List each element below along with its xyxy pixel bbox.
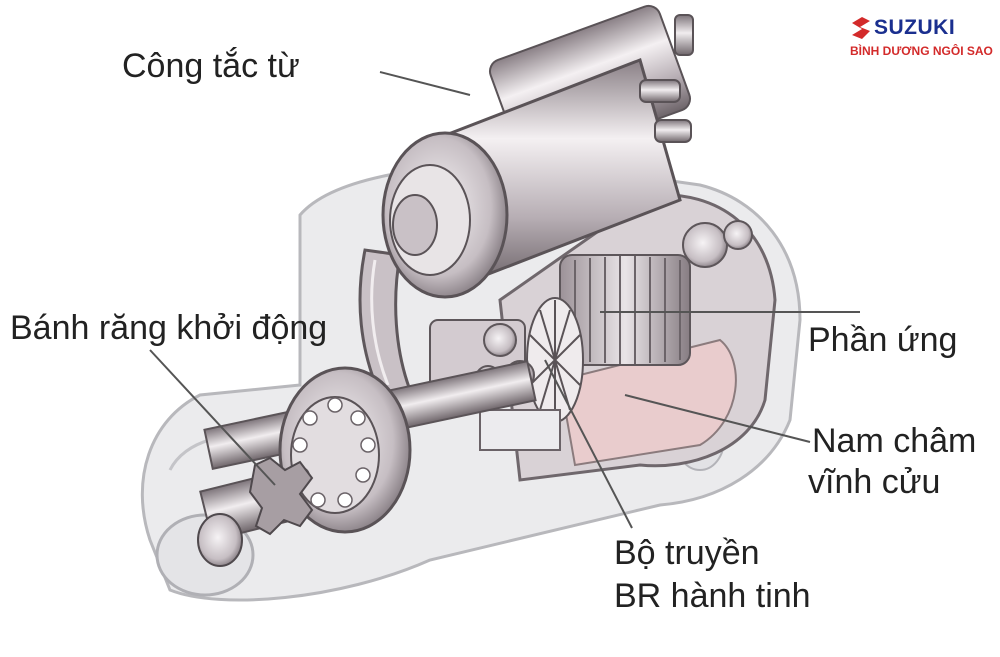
label-planetary-gear-line1: Bộ truyền [614, 534, 760, 572]
front-bearing [278, 366, 412, 534]
label-permanent-magnet-line1: Nam châm [812, 422, 977, 460]
logo-brand-text: SUZUKI [874, 16, 956, 39]
suzuki-logo: SUZUKI BÌNH DƯƠNG NGÔI SAO [846, 14, 996, 62]
leader-lines [149, 71, 860, 529]
commutator [526, 297, 584, 423]
logo-dealer-text: BÌNH DƯƠNG NGÔI SAO [850, 44, 993, 58]
permanent-magnet [558, 338, 737, 467]
pinion-gear [197, 456, 314, 567]
label-pinion-gear: Bánh răng khởi động [10, 309, 328, 347]
armature-core [559, 254, 691, 366]
armature-assembly [498, 193, 777, 482]
leader-gear [544, 359, 633, 529]
label-permanent-magnet-line2: vĩnh cửu [808, 463, 941, 501]
solenoid-switch [381, 4, 694, 299]
solenoid-terminals [639, 14, 694, 143]
label-armature: Phần ứng [808, 321, 958, 359]
leader-solenoid [379, 71, 471, 96]
label-planetary-gear-line2: BR hành tinh [614, 577, 811, 615]
suzuki-s-icon [852, 17, 870, 39]
label-solenoid-switch: Công tắc từ [122, 47, 300, 85]
leader-pinion [149, 349, 276, 486]
leader-magnet [624, 394, 811, 443]
